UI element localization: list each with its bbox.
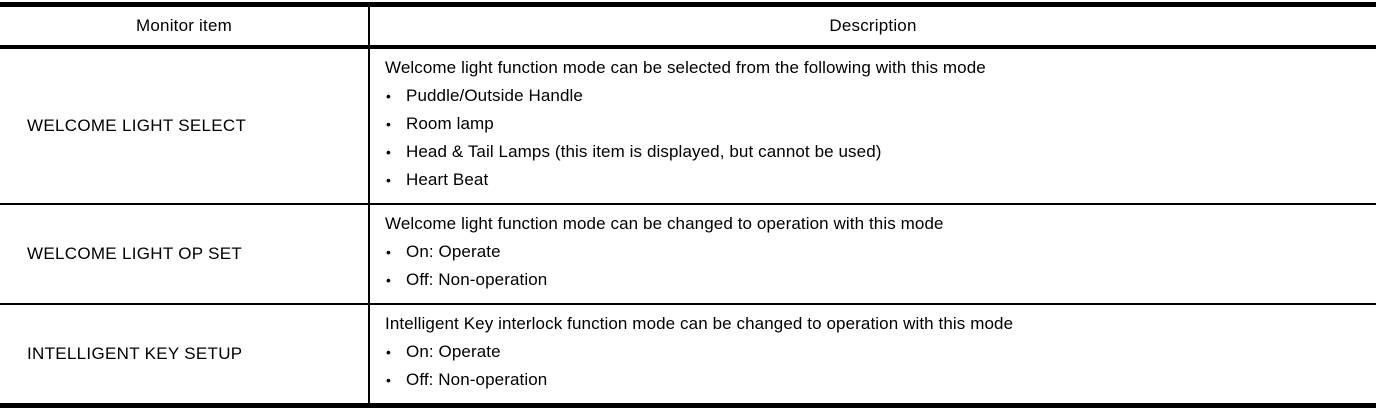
bullet-item: • Puddle/Outside Handle: [385, 82, 1358, 110]
bullet-icon: •: [386, 272, 392, 288]
column-header-monitor-item: Monitor item: [136, 16, 232, 35]
bullet-list: • On: Operate • Off: Non-operation: [385, 338, 1358, 394]
monitor-item-table: Monitor item Description WELCOME LIGHT S…: [0, 2, 1376, 408]
bullet-text: Head & Tail Lamps (this item is displaye…: [406, 142, 882, 161]
column-header-description: Description: [368, 7, 1376, 45]
bullet-text: Heart Beat: [406, 170, 489, 189]
bullet-item: • Off: Non-operation: [385, 366, 1358, 394]
monitor-item-cell: WELCOME LIGHT OP SET: [27, 244, 243, 263]
bullet-icon: •: [386, 116, 392, 132]
bullet-icon: •: [386, 344, 392, 360]
bullet-item: • On: Operate: [385, 238, 1358, 266]
bullet-icon: •: [386, 244, 392, 260]
description-intro: Welcome light function mode can be chang…: [385, 214, 944, 233]
bullet-text: Off: Non-operation: [406, 270, 548, 289]
description-intro: Welcome light function mode can be selec…: [385, 58, 986, 77]
table-row: WELCOME LIGHT SELECT Welcome light funct…: [0, 49, 1376, 203]
monitor-item-cell: INTELLIGENT KEY SETUP: [27, 344, 243, 363]
bullet-item: • Heart Beat: [385, 166, 1358, 194]
bullet-icon: •: [386, 372, 392, 388]
bullet-item: • Room lamp: [385, 110, 1358, 138]
table-row: WELCOME LIGHT OP SET Welcome light funct…: [0, 203, 1376, 303]
monitor-item-cell: WELCOME LIGHT SELECT: [27, 116, 247, 135]
bullet-icon: •: [386, 172, 392, 188]
description-intro: Intelligent Key interlock function mode …: [385, 314, 1014, 333]
bullet-list: • On: Operate • Off: Non-operation: [385, 238, 1358, 294]
bullet-item: • Off: Non-operation: [385, 266, 1358, 294]
bullet-icon: •: [386, 88, 392, 104]
bullet-text: Off: Non-operation: [406, 370, 548, 389]
description-cell: Welcome light function mode can be chang…: [368, 205, 1376, 303]
bullet-text: On: Operate: [406, 242, 501, 261]
bullet-text: On: Operate: [406, 342, 501, 361]
bullet-icon: •: [386, 144, 392, 160]
description-cell: Welcome light function mode can be selec…: [368, 49, 1376, 203]
table-body: WELCOME LIGHT SELECT Welcome light funct…: [0, 49, 1376, 403]
bullet-list: • Puddle/Outside Handle • Room lamp • Head & …: [385, 82, 1358, 194]
bullet-text: Puddle/Outside Handle: [406, 86, 583, 105]
description-cell: Intelligent Key interlock function mode …: [368, 305, 1376, 403]
bullet-item: • On: Operate: [385, 338, 1358, 366]
table-row: INTELLIGENT KEY SETUP Intelligent Key in…: [0, 303, 1376, 403]
bullet-text: Room lamp: [406, 114, 494, 133]
bullet-item: • Head & Tail Lamps (this item is display…: [385, 138, 1358, 166]
table-header-row: Monitor item Description: [0, 7, 1376, 49]
